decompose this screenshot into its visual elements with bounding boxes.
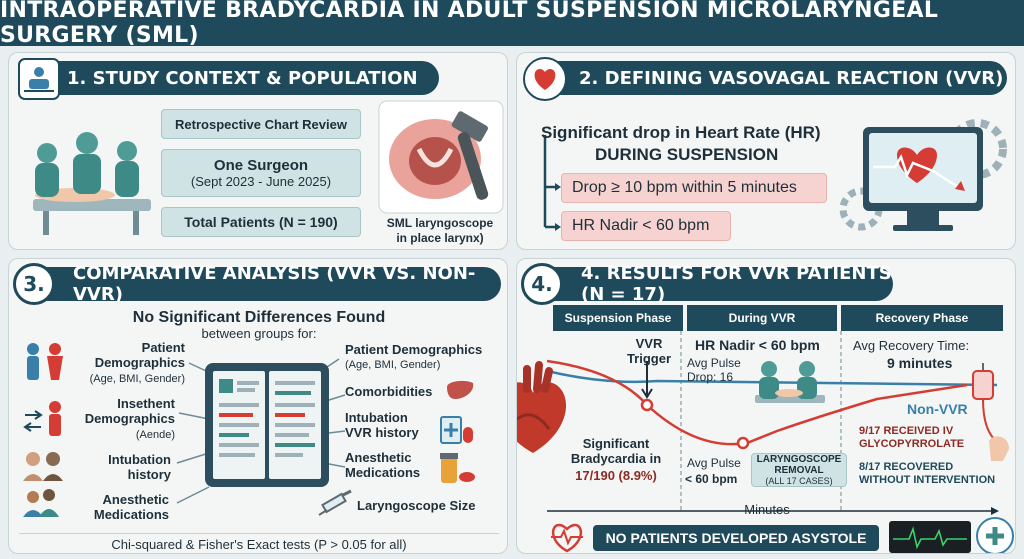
panel-study-context: 1. STUDY CONTEXT & POPULATION Retrospect…: [8, 52, 508, 250]
hr-timeline-chart: [546, 331, 999, 515]
panel-comparative-analysis: COMPARATIVE ANALYSIS (VVR VS. NON-VVR) 3…: [8, 258, 508, 554]
anatomical-heart-illustration: [517, 361, 566, 453]
total-patients-label: Total Patients (N = 190): [184, 214, 338, 230]
right-demographics-title: Patient Demographics: [345, 342, 483, 357]
total-patients-box: Total Patients (N = 190): [161, 207, 361, 237]
non-vvr-label: Non-VVR: [907, 401, 968, 417]
criterion-hr-nadir: HR Nadir < 60 bpm: [561, 211, 731, 241]
ecg-monitor-icon: [889, 521, 971, 553]
panel-results: 4. RESULTS FOR VVR PATIENTS (N = 17) 4. …: [516, 258, 1016, 554]
syringe-icon: [318, 489, 352, 516]
surgical-team-icon: [33, 132, 151, 235]
scope-caption-1: SML laryngoscope: [386, 216, 494, 230]
right-laryngoscope-size-title: Laryngoscope Size: [357, 498, 476, 513]
criterion-drop-10bpm: Drop ≥ 10 bpm within 5 minutes: [561, 173, 827, 203]
left-insethent-title: Insethent Demographics: [84, 396, 175, 426]
bracket-flow-icon: [543, 135, 561, 231]
surgeon-label: One Surgeon: [213, 157, 309, 174]
x-axis-label: Minutes: [744, 502, 790, 517]
pill-bottle-icon: [440, 453, 475, 483]
panel2-heading: 2. DEFINING VASOVAGAL REACTION (VVR): [531, 61, 1007, 95]
larynx-laryngoscope-illustration: [378, 100, 504, 214]
panel1-heading: 1. STUDY CONTEXT & POPULATION: [19, 61, 439, 95]
monitor-heart-drop-icon: [839, 119, 1007, 231]
people-icons: [23, 343, 63, 517]
heart-monitor-icon: [523, 57, 567, 101]
surgeons-at-table-icon: [755, 361, 825, 403]
result-no-intervention: 8/17 RECOVERED WITHOUT INTERVENTION: [859, 461, 996, 486]
no-asystole-banner: NO PATIENTS DEVELOPED ASYSTOLE: [593, 525, 879, 551]
left-insethent-detail: (Aende): [135, 429, 175, 441]
phase-suspension: Suspension Phase: [553, 305, 683, 331]
heart-ecg-icon: [551, 523, 583, 553]
panel-vvr-definition: 2. DEFINING VASOVAGAL REACTION (VVR) Sig…: [516, 52, 1016, 250]
right-intubation-vvr-title: Intubation VVR history: [345, 410, 419, 440]
iv-drip-icon: [972, 363, 1009, 461]
chart-review-label: Retrospective Chart Review: [175, 116, 347, 132]
during-suspension-line: DURING SUSPENSION: [595, 145, 779, 164]
left-demographics-title: Patient Demographics: [94, 340, 185, 370]
liver-icon: [447, 380, 474, 399]
removal-sub-label: (ALL 17 CASES): [765, 476, 833, 486]
bradycardia-rate: 17/190 (8.9%): [575, 468, 657, 483]
recovery-time-value: 9 minutes: [887, 355, 953, 371]
phase-during-vvr: During VVR: [687, 305, 837, 331]
between-groups-sub: between groups for:: [201, 326, 317, 341]
hr-drop-line: Significant drop in Heart Rate (HR): [541, 123, 821, 142]
laryngoscope-removal-box: LARYNGOSCOPE REMOVAL (ALL 17 CASES): [751, 453, 847, 487]
panel4-number-badge: 4.: [521, 263, 563, 305]
right-demographics-detail: (Age, BMI, Gender): [345, 359, 441, 371]
avg-pulse-value: < 60 bpm: [685, 472, 738, 486]
open-records-book-icon: [205, 363, 329, 487]
phase-recovery: Recovery Phase: [841, 305, 1003, 331]
avg-pulse-label: Avg Pulse: [687, 456, 741, 470]
hr-nadir-label: HR Nadir < 60 bpm: [695, 337, 820, 353]
page-title: INTRAOPERATIVE BRADYCARDIA IN ADULT SUSP…: [0, 0, 1024, 48]
panel3-number-badge: 3.: [13, 263, 55, 305]
removal-label: LARYNGOSCOPE REMOVAL: [756, 454, 842, 476]
avg-pulse-drop-label: Avg Pulse Drop: 16: [687, 356, 741, 384]
date-range-label: (Sept 2023 - June 2025): [190, 174, 332, 189]
left-anesthetic-title: Anesthetic Medications: [93, 492, 169, 522]
medicine-kit-icon: [440, 416, 473, 444]
recovery-time-label: Avg Recovery Time:: [853, 338, 970, 353]
panel4-heading: 4. RESULTS FOR VVR PATIENTS (N = 17): [533, 263, 893, 305]
left-intubation-title: Intubation history: [108, 452, 171, 482]
result-glycopyrrolate: 9/17 RECEIVED IV GLYCOPYRROLATE: [859, 425, 965, 450]
scope-caption-2: in place larynx): [396, 231, 484, 245]
no-difference-lead: No Significant Differences Found: [132, 309, 386, 326]
bradycardia-label: Significant Bradycardia in: [570, 436, 662, 466]
stats-test-footer: Chi-squared & Fisher's Exact tests (P > …: [19, 533, 499, 553]
vvr-trigger-label: VVR Trigger: [626, 336, 672, 366]
left-demographics-detail: (Age, BMI, Gender): [89, 373, 185, 385]
right-anesthetic-title: Anesthetic Medications: [345, 450, 421, 480]
patient-bed-icon: [18, 58, 60, 100]
chart-review-box: Retrospective Chart Review: [161, 109, 361, 139]
surgeon-box: One Surgeon (Sept 2023 - June 2025): [161, 149, 361, 197]
medical-seal-icon: [976, 517, 1014, 553]
right-comorbidities-title: Comorbidities: [345, 384, 433, 399]
panel3-heading: COMPARATIVE ANALYSIS (VVR VS. NON-VVR): [25, 263, 501, 305]
